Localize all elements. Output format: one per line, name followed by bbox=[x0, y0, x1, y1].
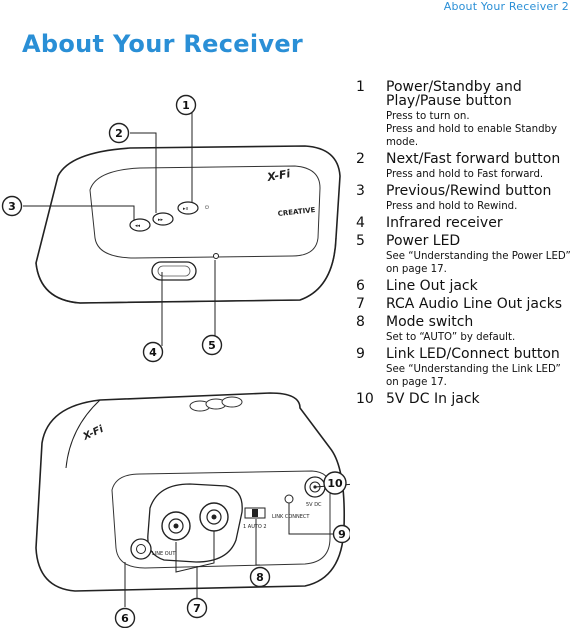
callout-8: 8 bbox=[249, 566, 271, 588]
receiver-back-view: X-Fi LINE OUT 1 AUTO 2 LINK CONNECT 5V D… bbox=[35, 392, 346, 592]
next-button[interactable] bbox=[152, 212, 174, 226]
svg-text:4: 4 bbox=[149, 346, 157, 359]
page-title: About Your Receiver bbox=[22, 30, 304, 58]
item-description: See “Understanding the Link LED” on page… bbox=[386, 364, 561, 388]
item-number: 2 bbox=[356, 151, 365, 167]
item-label: Power LED bbox=[386, 233, 461, 249]
line-out-label: LINE OUT bbox=[152, 551, 176, 557]
dc-in-label: 5V DC bbox=[306, 502, 322, 508]
brand-label: CREATIVE bbox=[277, 206, 316, 218]
item-body: Power LED See “Understanding the Power LE… bbox=[386, 234, 574, 276]
item-body: Infrared receiver bbox=[386, 216, 574, 231]
svg-text:1: 1 bbox=[182, 99, 190, 112]
item-label: 5V DC In jack bbox=[386, 391, 480, 407]
next-icon: ▸▸ bbox=[158, 217, 164, 223]
item-number: 10 bbox=[356, 391, 374, 407]
callout-1: 1 bbox=[175, 94, 197, 116]
item-label: RCA Audio Line Out jacks bbox=[386, 296, 563, 312]
receiver-top-view: ◂◂ ▸▸ ▸ıı ⏻ CREATIVE X-Fi bbox=[35, 145, 341, 304]
callouts: 1 2 3 4 5 6 7 8 bbox=[1, 94, 350, 628]
callout-2: 2 bbox=[108, 122, 130, 144]
previous-button[interactable] bbox=[129, 218, 151, 232]
item-label: Previous/Rewind button bbox=[386, 183, 552, 199]
svg-text:10: 10 bbox=[327, 477, 343, 490]
mode-switch-label: 1 AUTO 2 bbox=[243, 524, 267, 530]
item-number: 5 bbox=[356, 233, 365, 249]
svg-text:3: 3 bbox=[8, 200, 16, 213]
callout-10: 10 bbox=[323, 471, 347, 495]
item-description: Press and hold to Rewind. bbox=[386, 201, 518, 212]
infrared-receiver bbox=[151, 261, 197, 281]
callout-9: 9 bbox=[332, 524, 350, 544]
link-connect-button[interactable] bbox=[284, 494, 294, 504]
item-description: Press to turn on. Press and hold to enab… bbox=[386, 111, 558, 148]
item-number: 9 bbox=[356, 346, 365, 362]
receiver-illustration: ◂◂ ▸▸ ▸ıı ⏻ CREATIVE X-Fi X-Fi L bbox=[0, 88, 350, 628]
item-body: Line Out jack bbox=[386, 279, 574, 294]
svg-text:6: 6 bbox=[121, 612, 129, 625]
item-description: Set to “AUTO” by default. bbox=[386, 332, 516, 343]
link-connect-label: LINK CONNECT bbox=[272, 514, 310, 520]
item-label: Power/Standby and Play/Pause button bbox=[386, 79, 522, 109]
item-label: Link LED/Connect button bbox=[386, 346, 560, 362]
list-item: 5 Power LED See “Understanding the Power L… bbox=[356, 234, 574, 276]
svg-text:7: 7 bbox=[193, 602, 201, 615]
list-item: 4 Infrared receiver bbox=[356, 216, 574, 231]
xfi-logo: X-Fi bbox=[265, 167, 291, 184]
item-number: 6 bbox=[356, 278, 365, 294]
item-number: 8 bbox=[356, 314, 365, 330]
power-play-button[interactable] bbox=[177, 201, 199, 215]
power-icon: ⏻ bbox=[205, 205, 209, 211]
callout-5: 5 bbox=[201, 334, 223, 356]
svg-text:9: 9 bbox=[338, 528, 346, 541]
item-description: Press and hold to Fast forward. bbox=[386, 169, 544, 180]
svg-text:8: 8 bbox=[256, 571, 264, 584]
power-led bbox=[213, 253, 219, 259]
svg-text:2: 2 bbox=[115, 127, 123, 140]
callout-3: 3 bbox=[1, 195, 23, 217]
previous-icon: ◂◂ bbox=[135, 223, 141, 229]
callout-4: 4 bbox=[142, 341, 164, 363]
play-pause-icon: ▸ıı bbox=[183, 206, 188, 212]
item-number: 7 bbox=[356, 296, 365, 312]
item-label: Next/Fast forward button bbox=[386, 151, 561, 167]
item-description: See “Understanding the Power LED” on pag… bbox=[386, 251, 571, 275]
callout-6: 6 bbox=[114, 607, 136, 628]
callout-7: 7 bbox=[186, 597, 208, 619]
list-item: 7 RCA Audio Line Out jacks bbox=[356, 297, 574, 312]
list-item: 10 5V DC In jack bbox=[356, 392, 574, 407]
list-item: 6 Line Out jack bbox=[356, 279, 574, 294]
running-header: About Your Receiver 2 bbox=[443, 0, 569, 13]
item-number: 3 bbox=[356, 183, 365, 199]
item-body: 5V DC In jack bbox=[386, 392, 574, 407]
item-label: Infrared receiver bbox=[386, 215, 503, 231]
svg-text:5: 5 bbox=[208, 339, 216, 352]
item-number: 4 bbox=[356, 215, 365, 231]
item-label: Mode switch bbox=[386, 314, 474, 330]
item-body: RCA Audio Line Out jacks bbox=[386, 297, 574, 312]
item-number: 1 bbox=[356, 79, 365, 95]
item-label: Line Out jack bbox=[386, 278, 478, 294]
